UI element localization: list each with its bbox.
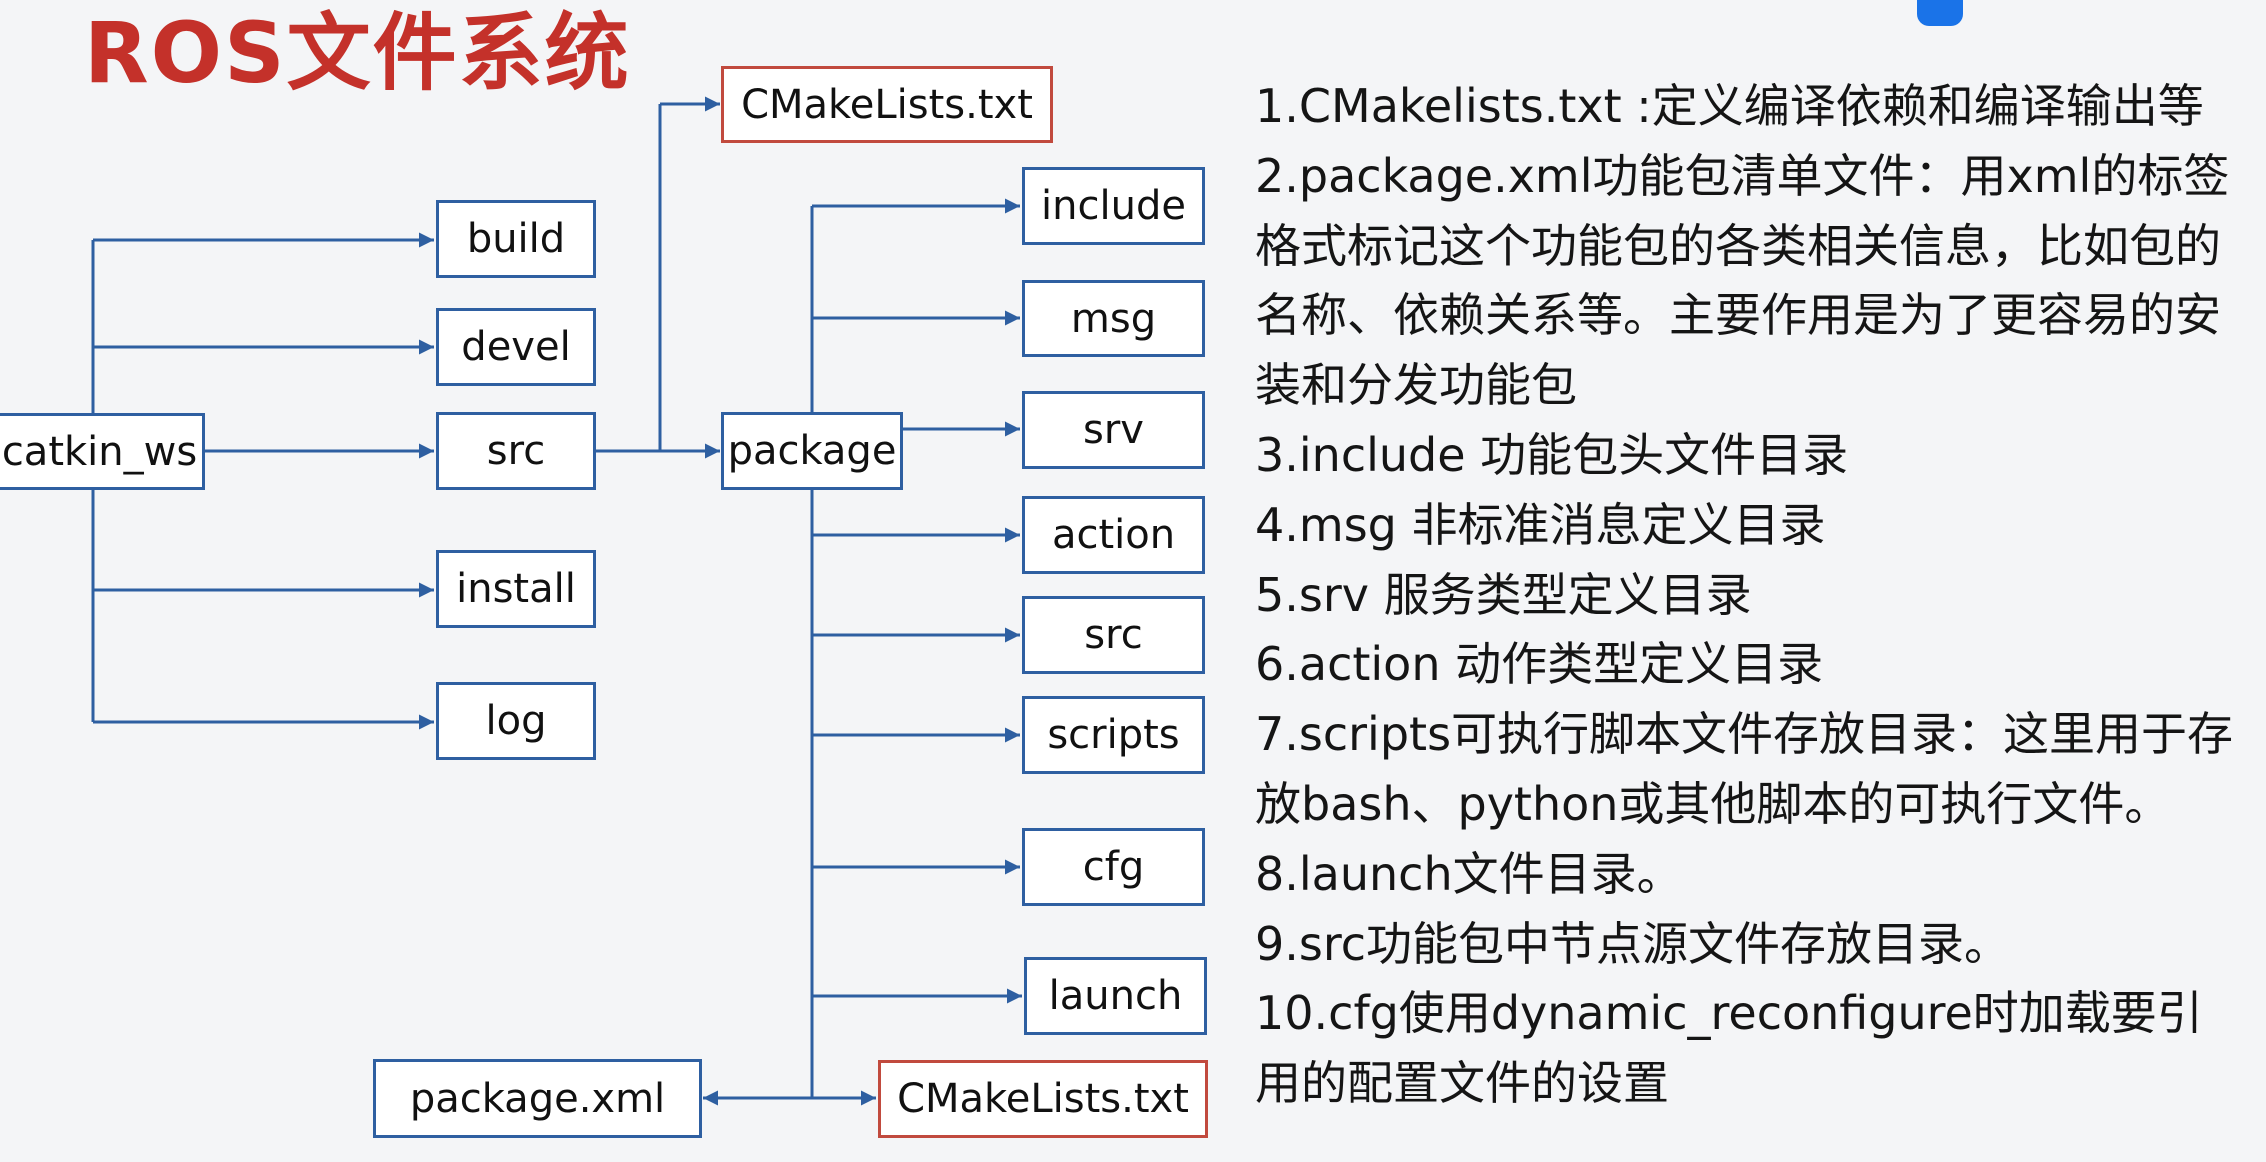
description-line: 1.CMakelists.txt :定义编译依赖和编译输出等 [1255, 79, 2204, 133]
node-build: build [436, 200, 596, 278]
description-line: 8.launch文件目录。 [1255, 846, 1683, 901]
description-line: 4.msg 非标准消息定义目录 [1255, 497, 1826, 552]
description-line: 装和分发功能包 [1255, 358, 1577, 413]
page-title: ROS文件系统 [84, 4, 631, 102]
node-scripts: scripts [1022, 696, 1205, 774]
description-line: 9.src功能包中节点源文件存放目录。 [1255, 916, 2011, 971]
node-include: include [1022, 167, 1205, 245]
description-list: 1.CMakelists.txt :定义编译依赖和编译输出等 2.package… [1255, 72, 2255, 1119]
description-line: 2.package.xml功能包清单文件：用xml的标签 [1255, 148, 2230, 203]
description-line: 6.action 动作类型定义目录 [1255, 637, 1824, 692]
node-cmakelists-top: CMakeLists.txt [721, 66, 1053, 143]
node-action: action [1022, 496, 1205, 574]
node-install: install [436, 550, 596, 628]
node-srv: srv [1022, 391, 1205, 469]
node-cfg: cfg [1022, 828, 1205, 906]
node-package-xml: package.xml [373, 1059, 702, 1138]
description-line: 用的配置文件的设置 [1255, 1056, 1669, 1111]
brand-logo-mark [1917, 0, 1963, 26]
description-line: 10.cfg使用dynamic_reconfigure时加载要引 [1255, 986, 2203, 1041]
node-src-pkg: src [1022, 596, 1205, 674]
node-devel: devel [436, 308, 596, 386]
description-line: 3.include 功能包头文件目录 [1255, 427, 1849, 482]
node-src: src [436, 412, 596, 490]
description-line: 5.srv 服务类型定义目录 [1255, 567, 1752, 622]
node-catkin-ws: catkin_ws [0, 413, 205, 490]
description-line: 名称、依赖关系等。主要作用是为了更容易的安 [1255, 288, 2221, 343]
brand-logo [1917, 0, 1963, 26]
node-package: package [721, 412, 903, 490]
node-cmakelists-bottom: CMakeLists.txt [878, 1060, 1208, 1138]
node-msg: msg [1022, 280, 1205, 357]
node-log: log [436, 682, 596, 760]
description-line: 7.scripts可执行脚本文件存放目录：这里用于存 [1255, 707, 2234, 762]
description-line: 格式标记这个功能包的各类相关信息，比如包的 [1255, 218, 2221, 273]
description-line: 放bash、python或其他脚本的可执行文件。 [1255, 776, 2171, 831]
node-launch: launch [1024, 957, 1207, 1035]
